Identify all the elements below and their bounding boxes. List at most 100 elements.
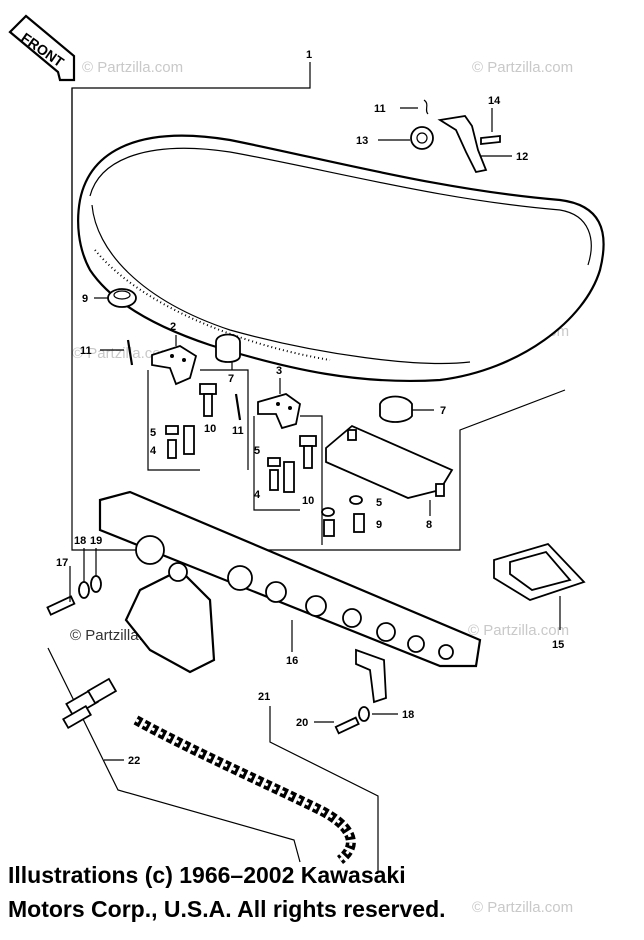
group-bracket — [253, 416, 300, 511]
damper-7-upper — [215, 333, 241, 370]
guard-hole — [376, 622, 396, 642]
callout-15: 15 — [552, 639, 564, 651]
group-bracket — [300, 415, 323, 545]
pin-head — [299, 435, 317, 447]
watermark: © Partzilla.com — [472, 59, 573, 76]
bolt — [183, 425, 195, 455]
frame-line — [47, 647, 301, 863]
seat-lock-parts — [378, 99, 512, 174]
guard-hole — [227, 565, 253, 591]
pin-shaft — [303, 445, 313, 469]
left-fastener-group — [147, 369, 249, 471]
damper-7-right — [379, 395, 434, 423]
callout-18: 18 — [402, 709, 414, 721]
guard-hole — [407, 635, 425, 653]
front-arrow-shape — [8, 14, 76, 82]
copyright-line-1: Illustrations (c) 1966–2002 Kawasaki — [8, 862, 406, 888]
chain-guard-mount — [124, 568, 216, 674]
hinge-bracket-left — [151, 335, 198, 386]
washer — [165, 425, 179, 435]
damper-shape — [215, 333, 241, 363]
guard-hole — [135, 535, 165, 565]
copyright-notice: Illustrations (c) 1966–2002 Kawasaki Mot… — [8, 858, 638, 926]
plate-shape — [325, 424, 454, 499]
lock-plate-8 — [321, 424, 454, 537]
seat-edge — [91, 204, 471, 365]
pin-shape — [126, 339, 134, 366]
watermark: © Partzilla.com — [72, 345, 173, 362]
grommet-shape — [107, 288, 137, 308]
guard-hole — [168, 562, 188, 582]
watermark: © Partzilla.com — [468, 622, 569, 639]
callout-14: 14 — [488, 95, 501, 107]
cotter-pin-11-left — [100, 339, 134, 366]
link-plate — [86, 677, 118, 705]
callout-3: 3 — [276, 365, 282, 377]
callout-13: 13 — [356, 135, 368, 147]
master-link-22 — [62, 677, 124, 761]
seat-cushion — [77, 134, 605, 383]
hinge-bracket-right — [257, 378, 301, 430]
callout-10: 10 — [204, 423, 216, 435]
callout-11: 11 — [374, 103, 386, 115]
cotter-pin — [234, 393, 242, 421]
frame-line — [71, 62, 566, 551]
frame-line — [269, 706, 379, 872]
front-arrow: FRONT — [8, 14, 76, 82]
bolt — [353, 513, 365, 533]
guard-hole — [265, 581, 287, 603]
cotter-pin — [423, 99, 429, 115]
callout-11: 11 — [80, 345, 92, 357]
copyright-line-2: Motors Corp., U.S.A. All rights reserved… — [8, 896, 446, 922]
guard-hole — [305, 595, 327, 617]
grommet-9 — [94, 288, 137, 308]
group-bracket — [147, 370, 200, 471]
callout-9: 9 — [82, 293, 88, 305]
callout-11: 11 — [232, 425, 244, 437]
callout-17: 17 — [56, 557, 68, 569]
seat — [77, 134, 605, 383]
bolt — [167, 439, 177, 459]
callout-1: 1 — [306, 49, 312, 61]
callout-19: 19 — [90, 535, 102, 547]
hinge-pin — [480, 135, 501, 145]
part-15 — [493, 542, 586, 630]
part-15-inner — [509, 550, 572, 591]
callout-16: 16 — [286, 655, 298, 667]
bracket-fasteners — [314, 706, 398, 735]
lock-spring — [410, 126, 434, 150]
drive-chain-21 — [133, 715, 356, 864]
callout-2: 2 — [170, 321, 176, 333]
bolt-20 — [334, 716, 360, 735]
washer-18 — [358, 706, 370, 722]
right-fastener-group — [253, 415, 323, 545]
callout-12: 12 — [516, 151, 528, 163]
callout-21: 21 — [258, 691, 270, 703]
seat-seam — [89, 147, 561, 211]
bracket-hole — [170, 354, 174, 358]
seat-hook — [437, 115, 488, 174]
callout-9: 9 — [376, 519, 382, 531]
bracket-hole — [276, 402, 280, 406]
bracket-hole — [182, 358, 186, 362]
seat-rear — [559, 209, 592, 266]
seat-texture — [94, 249, 331, 361]
callout-20: 20 — [296, 717, 308, 729]
bracket-plate — [151, 345, 198, 386]
bracket-hole — [288, 406, 292, 410]
plate-tab — [435, 483, 445, 497]
chain-guard-16 — [98, 490, 482, 704]
callout-18: 18 — [74, 535, 86, 547]
chain-rollers — [135, 718, 353, 862]
bracket-plate — [257, 393, 301, 430]
clip — [62, 704, 92, 730]
pin-head — [199, 383, 217, 395]
washer — [349, 495, 363, 505]
lock-spring-inner — [416, 132, 428, 144]
guard-bracket — [355, 648, 387, 704]
callout-4: 4 — [254, 489, 261, 501]
callout-5: 5 — [150, 427, 156, 439]
pin-shaft — [203, 393, 213, 417]
